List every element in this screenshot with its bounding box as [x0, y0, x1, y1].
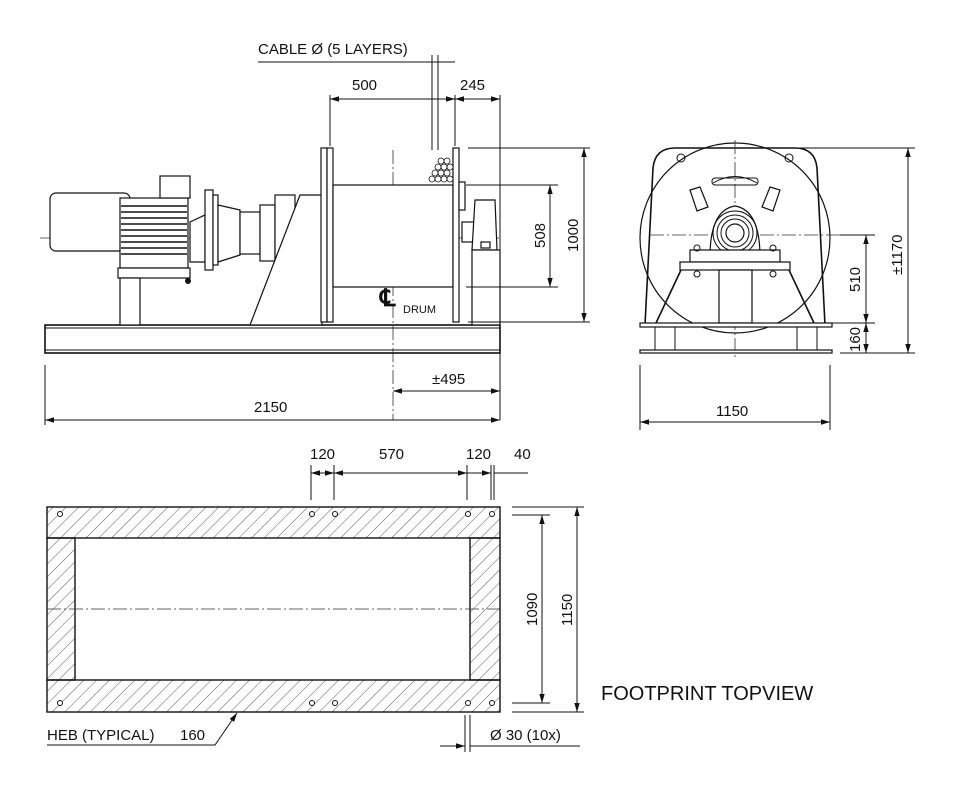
footprint-title: FOOTPRINT TOPVIEW: [601, 683, 813, 705]
beam-label: HEB (TYPICAL): [47, 727, 155, 744]
centerline-label: DRUM: [403, 304, 436, 316]
centerline-symbol: ℄: [379, 285, 396, 312]
beam-size: 160: [180, 727, 205, 744]
hole-label: Ø 30 (10x): [490, 727, 561, 744]
footprint-view: 120 570 120 40 1090 1150 FOOTPRINT TOPVI…: [46, 446, 813, 752]
dim-top-1: 570: [379, 446, 404, 463]
bearing-support: [461, 199, 501, 326]
mounting-holes: [57, 511, 495, 706]
dim-top-2: 120: [466, 446, 491, 463]
cable-layers: [428, 157, 454, 183]
dim-inner-width: 1090: [524, 593, 541, 626]
drum: [320, 147, 466, 323]
dim-drum-width: 500: [352, 77, 377, 94]
base-beam: [44, 324, 501, 354]
dim-flange-diameter: 1000: [565, 219, 582, 252]
dim-end-width: 1150: [716, 403, 748, 420]
electric-motor: [49, 175, 191, 326]
dim-top-3: 40: [514, 446, 531, 463]
cable-label: CABLE Ø (5 LAYERS): [258, 41, 408, 58]
dim-top-0: 120: [310, 446, 335, 463]
end-view: ±1170 510 160 1150: [639, 140, 915, 430]
gearbox: [189, 189, 323, 326]
dim-axis-height: 510: [847, 267, 864, 292]
dim-base-height: 160: [847, 327, 864, 352]
dim-outer-width: 1150: [559, 594, 576, 626]
dim-centerline-offset: ±495: [432, 371, 465, 388]
bearing-block: [679, 205, 791, 324]
dim-total-height: ±1170: [889, 235, 906, 276]
dim-drum-diameter: 508: [532, 223, 549, 248]
dim-flange-offset: 245: [460, 77, 485, 94]
dim-total-length: 2150: [254, 399, 287, 416]
side-view: CABLE Ø (5 LAYERS) 500 245 508 1000 ℄ DR…: [40, 41, 590, 425]
